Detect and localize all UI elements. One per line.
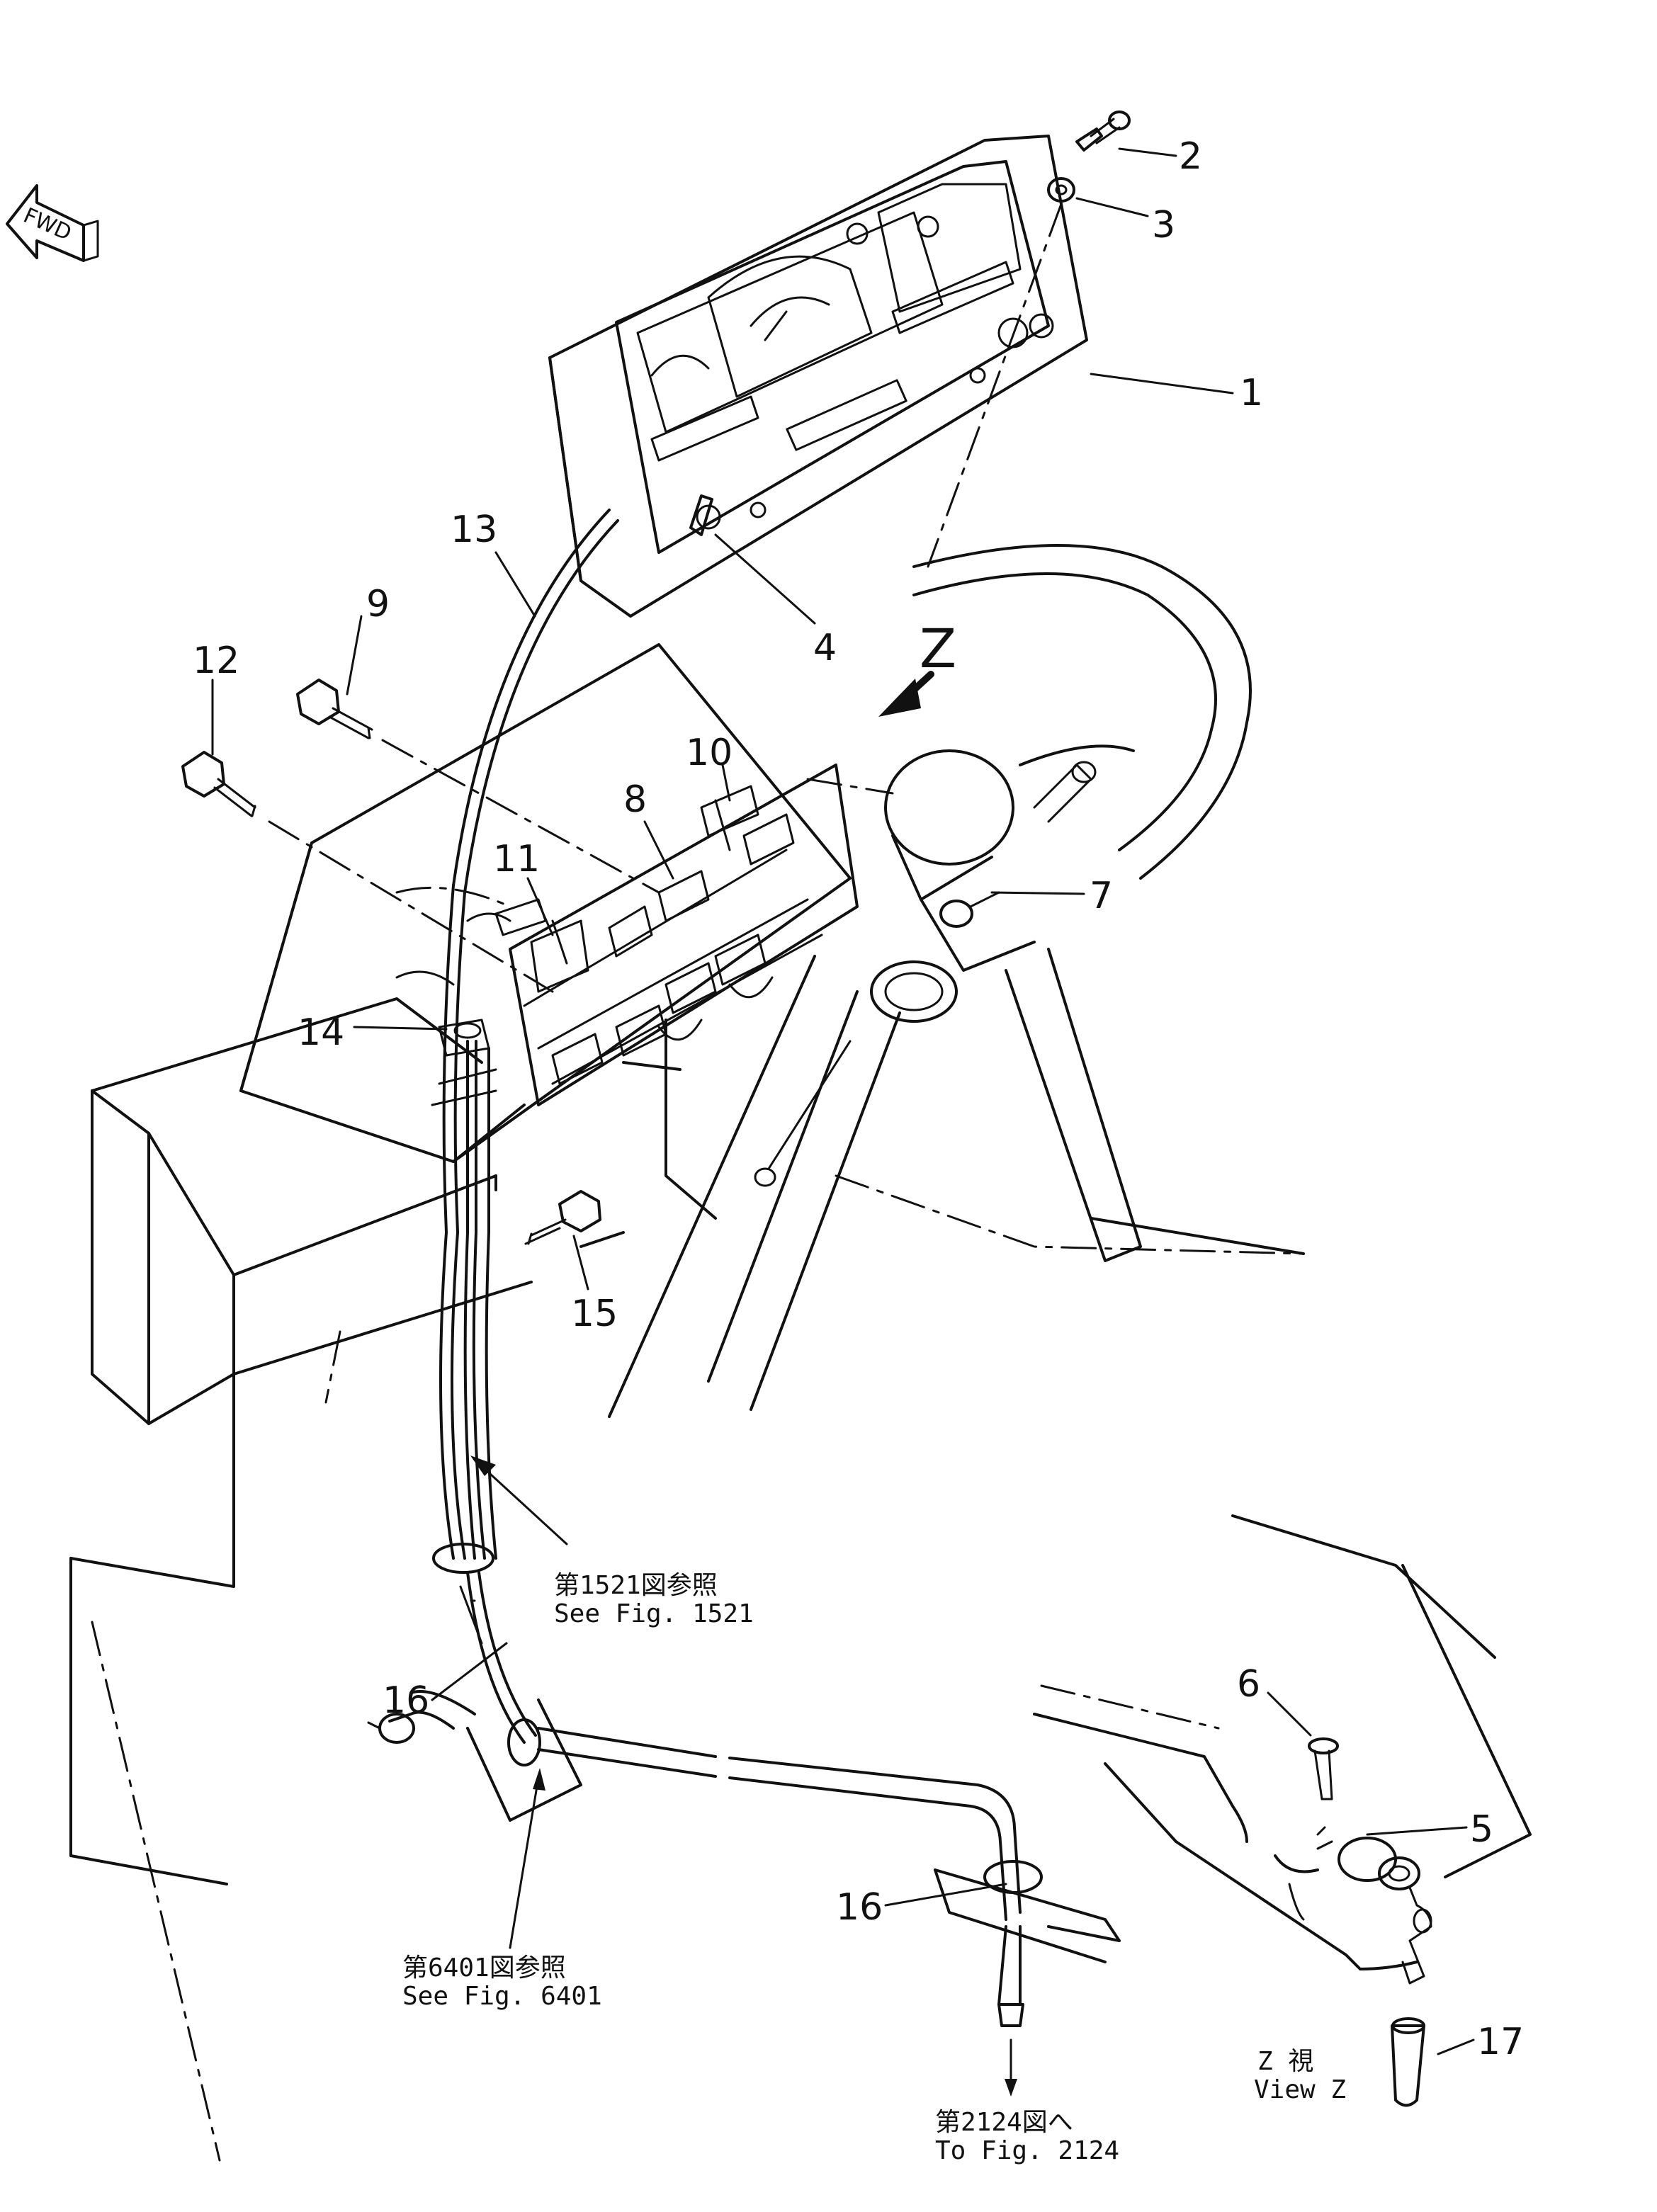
key-part-17 xyxy=(1391,2017,1425,2107)
callout-6: 6 xyxy=(1237,1663,1260,1706)
note-fig6401-ja: 第6401図参照 xyxy=(402,1953,566,1983)
callout-11: 11 xyxy=(493,838,540,880)
callout-10: 10 xyxy=(686,732,733,774)
wire-harness-drawing xyxy=(431,509,619,1744)
note-fig2124-en: To Fig. 2124 xyxy=(935,2136,1119,2165)
callout-16-left: 16 xyxy=(383,1679,429,1722)
bolt-9-centerline xyxy=(381,739,660,894)
callout-13: 13 xyxy=(451,509,497,551)
callout-1: 1 xyxy=(1240,372,1263,414)
cable-run-drawing xyxy=(367,1690,1121,2097)
view-z-inset-drawing xyxy=(1033,1514,1532,1985)
view-z-label: Z xyxy=(920,617,956,680)
callout-7: 7 xyxy=(1090,875,1113,917)
instrument-panel-drawing xyxy=(548,135,1088,618)
bolt-part-15 xyxy=(524,1190,601,1245)
view-z-arrow-icon xyxy=(878,671,934,717)
callout-4: 4 xyxy=(813,627,837,669)
note-viewz-ja: Z 視 xyxy=(1257,2047,1313,2076)
note-fig1521-en: See Fig. 1521 xyxy=(554,1599,754,1628)
lever-part-7 xyxy=(939,891,1000,928)
callout-9: 9 xyxy=(366,583,390,625)
bolt-part-9 xyxy=(296,679,373,739)
callout-3: 3 xyxy=(1152,204,1175,246)
console-drawing xyxy=(239,643,859,1163)
callout-leaders xyxy=(211,147,1475,2055)
callout-2: 2 xyxy=(1179,135,1202,178)
fwd-arrow-icon: FWD xyxy=(6,184,99,262)
screw-part-2 xyxy=(1075,110,1131,152)
note-viewz-en: View Z xyxy=(1254,2075,1346,2104)
screw-part-6 xyxy=(1308,1737,1339,1800)
screw-centerline xyxy=(927,203,1063,568)
callout-16-right: 16 xyxy=(836,1886,883,1929)
frame-structure-drawing xyxy=(69,997,1305,2162)
steering-wheel-drawing xyxy=(608,544,1252,1418)
note-fig6401-en: See Fig. 6401 xyxy=(402,1982,602,2011)
fwd-label: FWD xyxy=(20,203,75,246)
callout-12: 12 xyxy=(193,640,239,682)
washer-part-3 xyxy=(1047,177,1075,203)
note-fig1521-ja: 第1521図参照 xyxy=(554,1571,718,1600)
callout-5: 5 xyxy=(1470,1808,1493,1851)
note-fig2124-ja: 第2124図へ xyxy=(935,2108,1073,2137)
callout-17: 17 xyxy=(1477,2021,1524,2063)
bolt-part-12 xyxy=(181,751,256,817)
bolt-12-centerline xyxy=(268,820,554,993)
callout-8: 8 xyxy=(623,778,647,821)
callout-14: 14 xyxy=(298,1011,344,1054)
callout-15: 15 xyxy=(571,1293,618,1335)
